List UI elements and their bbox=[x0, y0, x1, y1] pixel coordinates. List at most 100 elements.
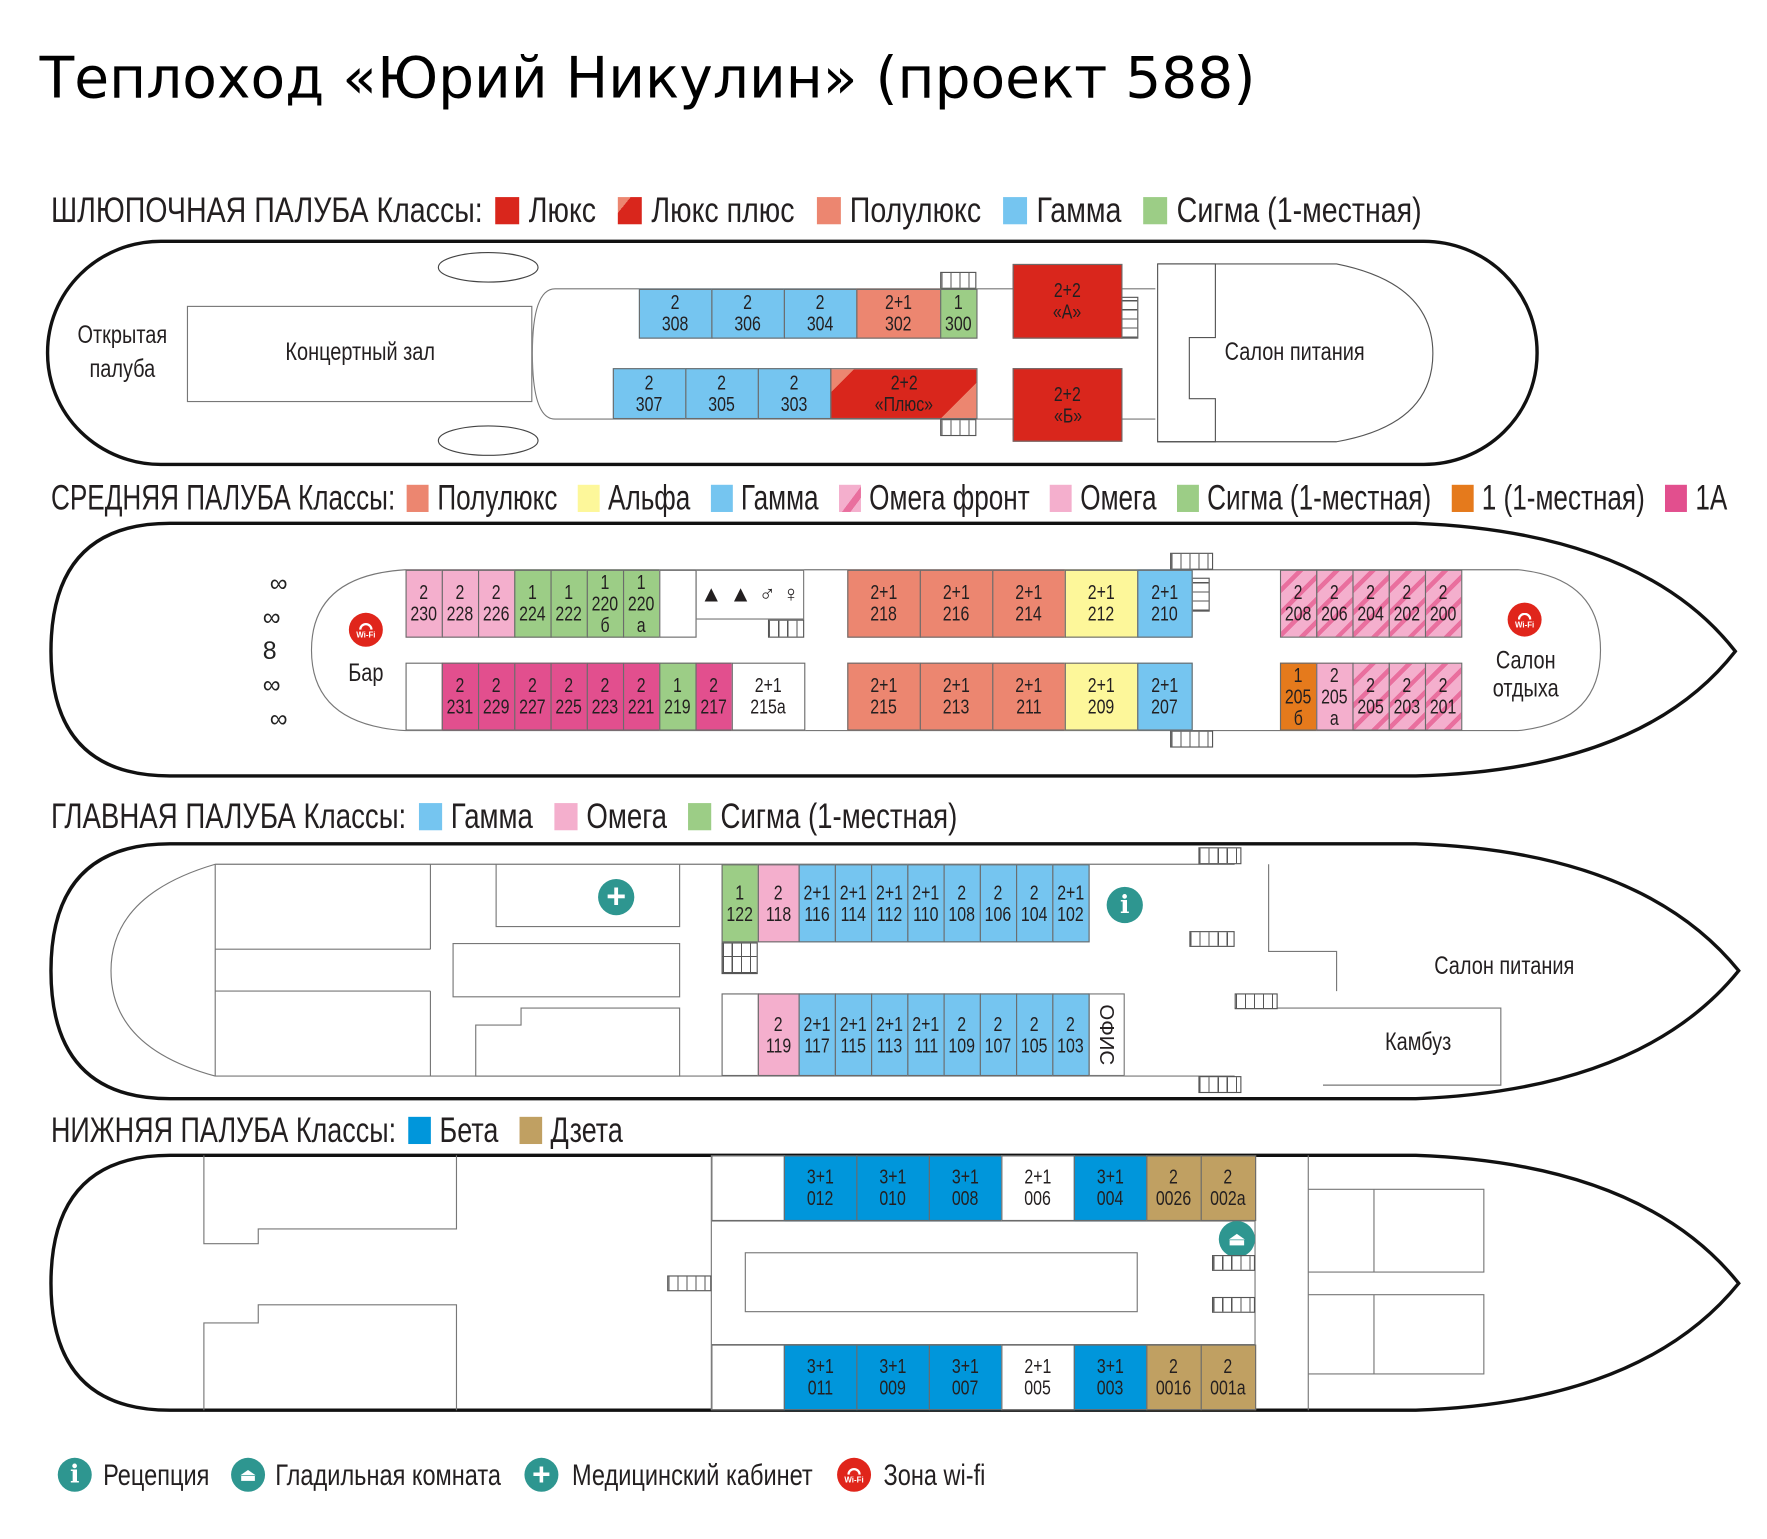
service-room bbox=[711, 1344, 785, 1411]
cabin-capacity: 2+1 bbox=[1088, 581, 1116, 604]
cabin-number: 302 bbox=[885, 312, 913, 336]
cabin-number: 214 bbox=[1015, 602, 1043, 626]
cabin-«Б»[interactable]: 2+2«Б» bbox=[1012, 368, 1123, 442]
cabin-«А»[interactable]: 2+2«А» bbox=[1012, 263, 1123, 339]
cabin-number: 110 bbox=[913, 902, 939, 925]
shower-icon: ▲ bbox=[700, 581, 723, 607]
cabin-capacity: 2 bbox=[816, 291, 826, 314]
cabin-capacity: 2 bbox=[528, 673, 538, 697]
swatch-gamma bbox=[710, 484, 733, 512]
swatch-sigma bbox=[1143, 197, 1168, 225]
main-deck-legend: ГЛАВНАЯ ПАЛУБА Классы: Гамма Омега Сигма… bbox=[51, 796, 957, 837]
cabin-number: 222 bbox=[555, 602, 583, 626]
cabin-capacity: 2+1 bbox=[839, 1012, 867, 1035]
cabin-«Плюс»[interactable]: 2+2«Плюс» bbox=[830, 368, 978, 420]
iron-icon: ⏏ bbox=[231, 1457, 266, 1492]
cabin-number: 217 bbox=[700, 695, 728, 719]
cabin-number: 010 bbox=[879, 1187, 907, 1210]
cabin-number: 230 bbox=[410, 602, 438, 626]
cabin-capacity: 2 bbox=[645, 370, 655, 394]
cabin-number: 203 bbox=[1394, 695, 1421, 719]
